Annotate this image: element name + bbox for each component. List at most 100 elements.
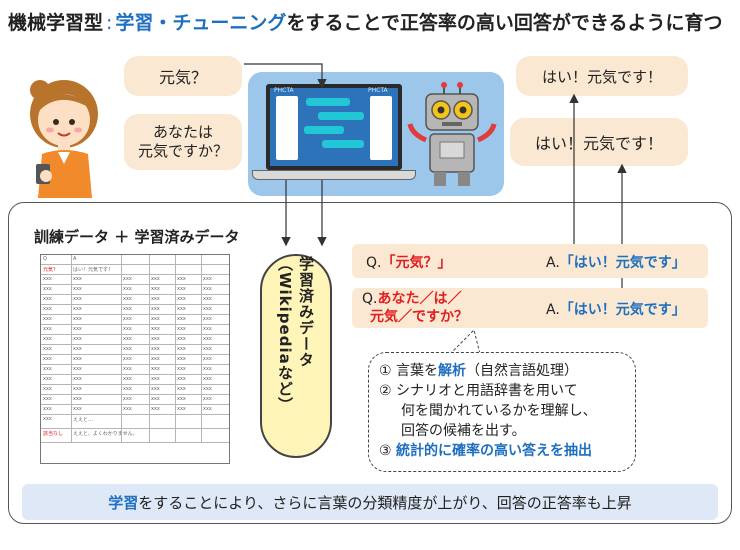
title-prefix: 機械学習型 — [8, 12, 104, 34]
table-cell: 元気？ — [43, 267, 59, 273]
table-cell: xxx — [123, 346, 132, 352]
table-cell: xxx — [73, 366, 82, 372]
table-cell: xxx — [43, 356, 52, 362]
table-cell: xxx — [123, 306, 132, 312]
table-cell: xxx — [73, 306, 82, 312]
table-cell: xxx — [123, 286, 132, 292]
screen-left-label: PHCTA — [274, 87, 294, 94]
table-cell: xxx — [177, 326, 186, 332]
screen-message-1 — [306, 98, 350, 106]
table-cell: xxx — [151, 336, 160, 342]
qa2-q-prefix: Q. — [362, 291, 378, 307]
title-suffix: をすることで正答率の高い回答ができるように育つ — [286, 12, 723, 34]
table-cell: xxx — [73, 386, 82, 392]
table-cell: xxx — [151, 356, 160, 362]
table-cell: xxx — [43, 416, 52, 422]
table-cell: xxx — [177, 406, 186, 412]
table-cell: xxx — [151, 346, 160, 352]
table-cell: xxx — [43, 366, 52, 372]
note-2-line-1: シナリオと用語辞書を用いて — [396, 383, 578, 399]
qa2-q-line1: あなた／は／ — [377, 291, 462, 307]
laptop-screen: PHCTA PHCTA — [266, 84, 402, 170]
table-cell: xxx — [73, 296, 82, 302]
table-cell: xxx — [43, 406, 52, 412]
table-row: 元気？ はい！元気です！ — [41, 265, 229, 275]
table-cell: ええと、よくわかりません。 — [73, 431, 138, 437]
table-cell: xxx — [177, 316, 186, 322]
table-cell: xxx — [43, 316, 52, 322]
training-data-label: 訓練データ ＋ 学習済みデータ — [34, 228, 240, 246]
diagram-title: 機械学習型:学習・チューニングをすることで正答率の高い回答ができるように育つ — [8, 8, 723, 35]
qa1-answer: A.「はい！元気です」 — [546, 252, 686, 272]
table-cell: xxx — [123, 396, 132, 402]
table-cell: xxx — [73, 346, 82, 352]
table-cell: はい！元気です！ — [73, 267, 114, 273]
table-cell: xxx — [151, 386, 160, 392]
qa2-answer: A.「はい！元気です」 — [546, 299, 686, 319]
table-cell: xxx — [203, 366, 212, 372]
table-cell: xxx — [177, 336, 186, 342]
robot-bubble-top-text: はい！元気です！ — [541, 67, 662, 86]
table-cell: xxx — [73, 316, 82, 322]
table-cell: xxx — [43, 296, 52, 302]
table-cell: xxx — [43, 276, 52, 282]
table-cell: ええと… — [73, 417, 94, 423]
table-cell: xxx — [203, 336, 212, 342]
qa2-a-prefix: A. — [546, 302, 560, 318]
qa2-q-line2: 元気／ですか？ — [370, 309, 468, 325]
note-1-text-b: 解析 — [438, 363, 467, 379]
table-cell: xxx — [151, 366, 160, 372]
screen-message-4 — [322, 140, 364, 148]
table-cell: xxx — [151, 376, 160, 382]
user-bubble-genki: 元気？ — [124, 56, 242, 96]
qa1-a-prefix: A. — [546, 255, 560, 271]
screen-left-pane — [276, 96, 298, 160]
note-2: ② シナリオと用語辞書を用いて — [379, 381, 625, 401]
footer-highlight: 学習 — [108, 493, 139, 512]
table-cell: xxx — [177, 366, 186, 372]
table-cell: xxx — [203, 376, 212, 382]
user-bubble-genki-text: 元気？ — [158, 68, 207, 87]
table-cell: xxx — [177, 376, 186, 382]
table-cell: xxx — [73, 326, 82, 332]
note-2-line-3: 回答の候補を出す。 — [401, 423, 526, 439]
wikipedia-data-pill: 学習済みデータ（Wikipediaなど） — [260, 254, 332, 458]
table-cell: xxx — [203, 386, 212, 392]
table-cell: xxx — [151, 326, 160, 332]
table-cell: xxx — [123, 366, 132, 372]
qa1-q-text: 「元気？」 — [381, 255, 452, 271]
table-cell: xxx — [123, 386, 132, 392]
woman-with-phone-icon — [30, 80, 98, 198]
note-1-text-a: 言葉を — [396, 363, 439, 379]
table-cell: xxx — [123, 356, 132, 362]
screen-message-3 — [304, 126, 344, 134]
table-cell: xxx — [177, 396, 186, 402]
user-bubble-anata-line2: 元気ですか？ — [137, 142, 228, 160]
note-3: ③ 統計的に確率の高い答えを抽出 — [379, 441, 625, 461]
qa1-question: Q.「元気？」 — [366, 252, 451, 272]
table-cell: xxx — [123, 296, 132, 302]
table-cell: xxx — [177, 386, 186, 392]
title-highlight: 学習・チューニング — [115, 12, 287, 34]
table-cell: xxx — [123, 406, 132, 412]
table-cell: xxx — [177, 306, 186, 312]
table-cell: 該当なし — [43, 431, 64, 437]
table-cell: xxx — [123, 326, 132, 332]
screen-right-label: PHCTA — [368, 87, 388, 94]
table-cell: xxx — [43, 346, 52, 352]
note-3-text: 統計的に確率の高い答えを抽出 — [396, 443, 593, 459]
note-1: ① 言葉を解析（自然言語処理） — [379, 361, 625, 381]
qa-row-2: Q.あなた／は／ 元気／ですか？ A.「はい！元気です」 — [352, 288, 708, 328]
wikipedia-data-text: 学習済みデータ（Wikipediaなど） — [276, 256, 315, 413]
table-cell: xxx — [151, 396, 160, 402]
qa1-q-prefix: Q. — [366, 255, 382, 271]
table-cell: xxx — [203, 326, 212, 332]
table-cell: A — [73, 256, 77, 262]
